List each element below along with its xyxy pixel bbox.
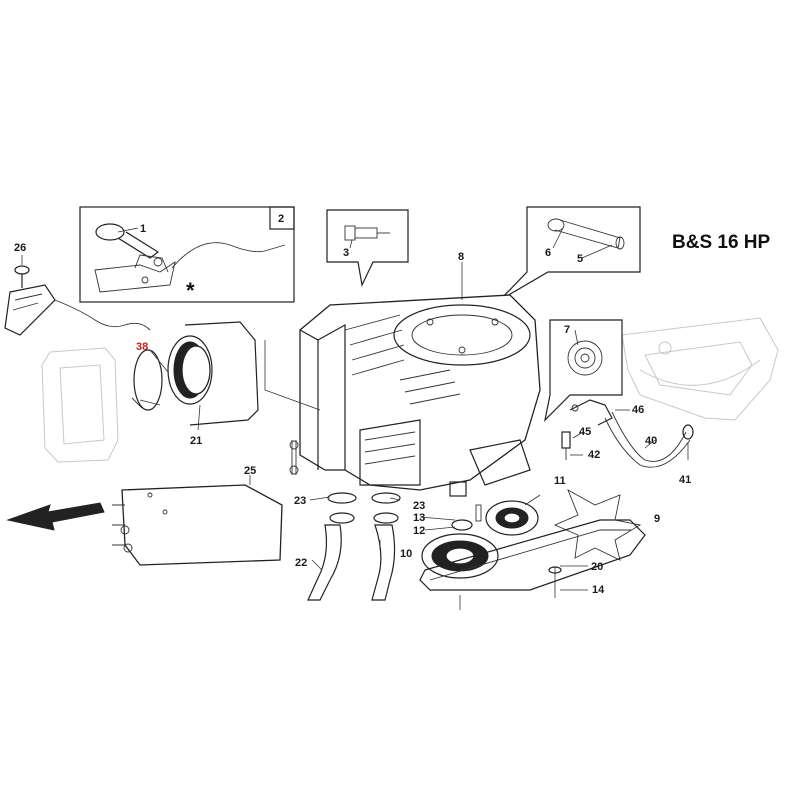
- fuel-cap-assembly: [4, 265, 151, 336]
- part-label-38[interactable]: 38: [136, 341, 148, 353]
- part-label-25[interactable]: 25: [244, 465, 256, 477]
- part-label-42[interactable]: 42: [588, 449, 600, 461]
- callout-box-throttle-cable: [79, 206, 295, 303]
- part-label-45[interactable]: 45: [579, 426, 591, 438]
- part-label-26[interactable]: 26: [14, 242, 26, 254]
- part-label-23a[interactable]: 23: [294, 495, 306, 507]
- part-label-7[interactable]: 7: [564, 324, 570, 336]
- callout-box-fuel-filter: [544, 319, 623, 422]
- part-label-23b[interactable]: 23: [413, 500, 425, 512]
- diagram-title: B&S 16 HP: [672, 232, 771, 253]
- part-label-20[interactable]: 20: [591, 561, 603, 573]
- part-label-2[interactable]: 2: [278, 213, 284, 225]
- part-label-21[interactable]: 21: [190, 435, 202, 447]
- direction-arrow: [6, 502, 105, 531]
- part-label-13[interactable]: 13: [413, 512, 425, 524]
- callout-box-pin: [499, 206, 641, 301]
- part-label-1[interactable]: 1: [140, 223, 146, 235]
- part-label-12[interactable]: 12: [413, 525, 425, 537]
- drive-pulleys-belt: [419, 488, 646, 610]
- part-label-5[interactable]: 5: [577, 253, 583, 265]
- part-labels: 1 2 3 5 6 7 8 9 10 11 12 13 14 20 21 22 …: [14, 213, 691, 596]
- part-label-41[interactable]: 41: [679, 474, 691, 486]
- callout-box-spark-plug: [326, 209, 409, 287]
- part-label-6[interactable]: 6: [545, 247, 551, 259]
- ghost-deck-outline: [621, 317, 779, 421]
- part-label-40[interactable]: 40: [645, 435, 657, 447]
- part-label-11[interactable]: 11: [554, 475, 566, 487]
- part-label-46[interactable]: 46: [632, 404, 644, 416]
- air-filter-assembly: [41, 321, 259, 463]
- asterisk-note-marker: *: [186, 278, 195, 303]
- part-label-9[interactable]: 9: [654, 513, 660, 525]
- part-label-8[interactable]: 8: [458, 251, 464, 263]
- part-label-22[interactable]: 22: [295, 557, 307, 569]
- engine-body: [264, 294, 541, 497]
- leader-lines: [21, 227, 689, 591]
- part-label-10[interactable]: 10: [400, 548, 412, 560]
- part-label-14[interactable]: 14: [592, 584, 605, 596]
- part-label-3[interactable]: 3: [343, 247, 349, 259]
- cover-plate: [112, 484, 283, 566]
- fuel-line-assembly: [561, 399, 694, 468]
